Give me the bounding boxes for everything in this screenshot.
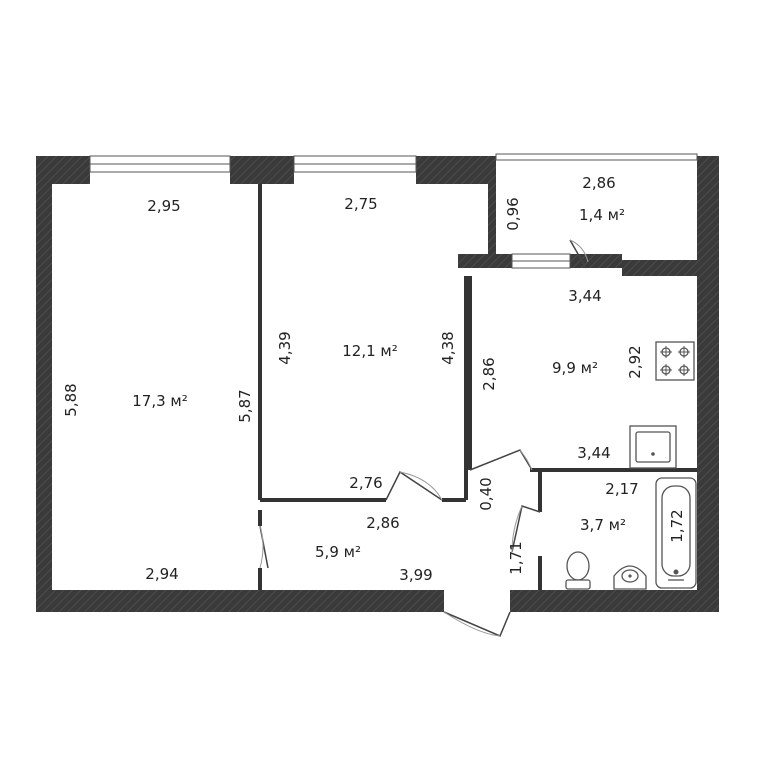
- interior-walls: [258, 184, 697, 590]
- kitchen-top-dimension: 3,44: [568, 287, 601, 305]
- hall-top-dimension: 2,86: [366, 514, 399, 532]
- window-balcony: [495, 153, 698, 161]
- room2-area: 12,1 м²: [342, 342, 398, 360]
- door-entrance: [443, 611, 511, 637]
- toilet-icon: [565, 551, 591, 590]
- room1-left-dimension: 5,88: [62, 383, 80, 416]
- outer-walls: [36, 156, 719, 612]
- hall-bottom-dimension: 3,99: [399, 566, 432, 584]
- bath-top-dimension: 2,17: [605, 480, 638, 498]
- kitchen-left-dimension: 2,86: [480, 357, 498, 390]
- room2-bottom-dimension: 2,76: [349, 474, 382, 492]
- stove-icon: [655, 341, 695, 381]
- balcony-area: 1,4 м²: [579, 206, 625, 224]
- kitchen-sink-icon: [629, 425, 677, 469]
- hall-side-dimension: 1,71: [507, 541, 525, 574]
- room2-top-dimension: 2,75: [344, 195, 377, 213]
- hall-area: 5,9 м²: [315, 543, 361, 561]
- bathtub-dimension: 1,72: [668, 509, 686, 542]
- balcony-top-dimension: 2,86: [582, 174, 615, 192]
- kitchen-right-dimension: 2,92: [626, 345, 644, 378]
- room1-top-dimension: 2,95: [147, 197, 180, 215]
- room2-right-dimension: 4,38: [439, 331, 457, 364]
- doors: [259, 239, 589, 637]
- kitchen-bottom-dimension: 3,44: [577, 444, 610, 462]
- bath-area: 3,7 м²: [580, 516, 626, 534]
- kitchen-area: 9,9 м²: [552, 359, 598, 377]
- door-balcony: [569, 239, 587, 269]
- bathtub-icon: [655, 477, 697, 589]
- room1-bottom-dimension: 2,94: [145, 565, 178, 583]
- room1-right-dimension: 5,87: [236, 389, 254, 422]
- balcony-side-dimension: 0,96: [504, 197, 522, 230]
- room1-area: 17,3 м²: [132, 392, 188, 410]
- room2-left-dimension: 4,39: [276, 331, 294, 364]
- hall-gap-dimension: 0,40: [477, 477, 495, 510]
- windows: [89, 153, 698, 269]
- washbasin-icon: [613, 565, 647, 590]
